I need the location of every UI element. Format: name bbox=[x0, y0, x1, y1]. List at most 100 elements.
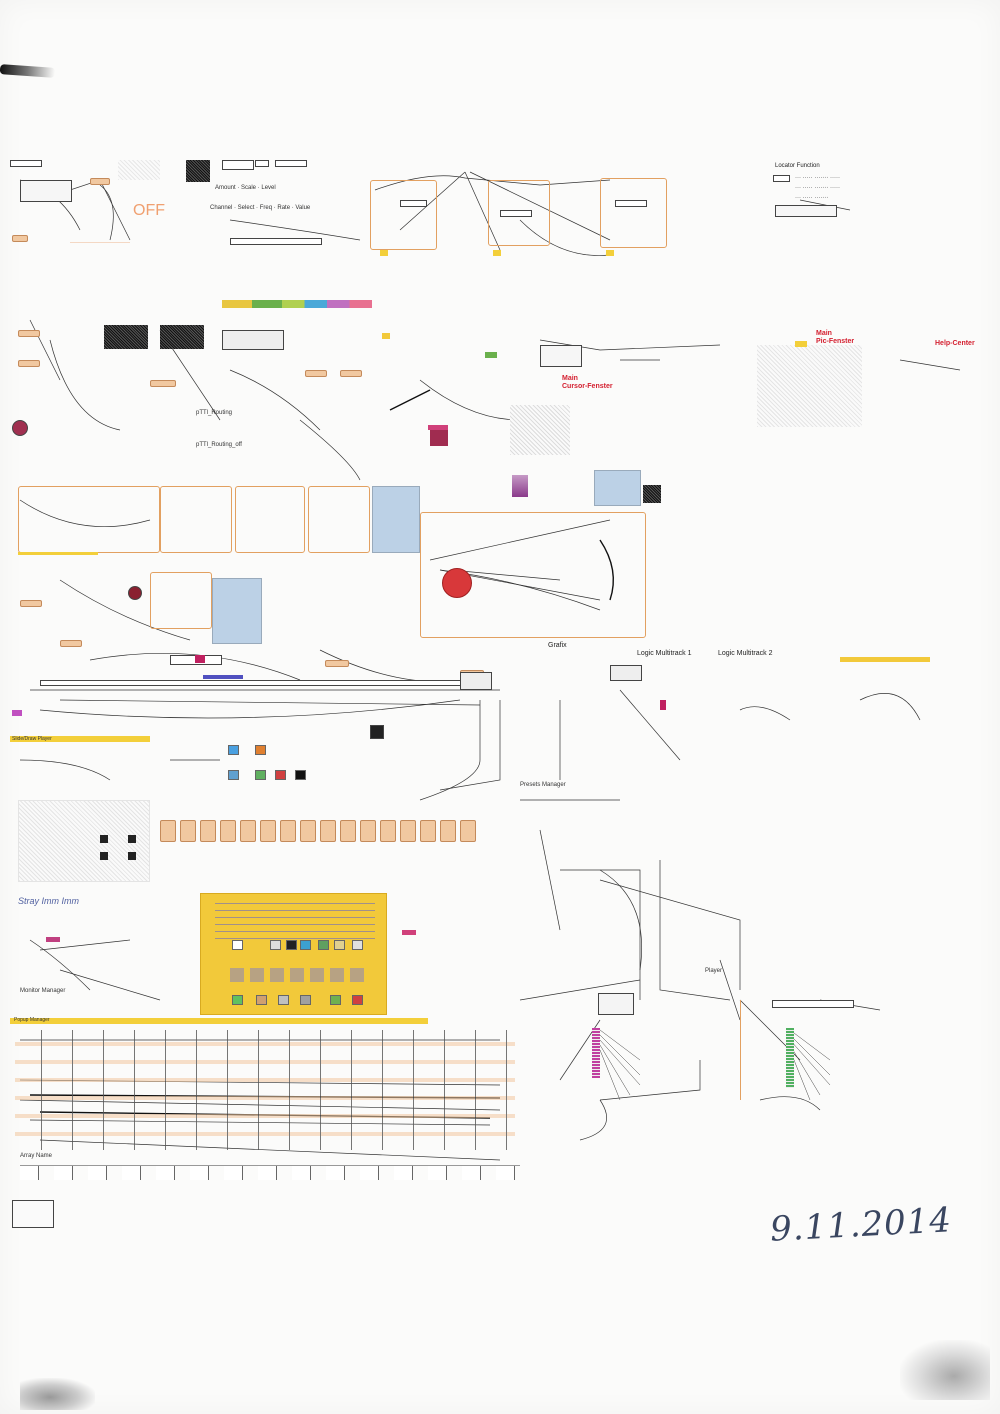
message-box[interactable] bbox=[60, 640, 82, 647]
message-box[interactable] bbox=[340, 370, 362, 377]
message-box[interactable] bbox=[320, 820, 336, 842]
patch-object[interactable] bbox=[772, 1000, 854, 1008]
patch-object[interactable] bbox=[10, 160, 42, 167]
thumbnail-tile[interactable] bbox=[300, 995, 311, 1005]
message-box[interactable] bbox=[18, 330, 40, 337]
thumbnail-tile[interactable] bbox=[232, 940, 243, 950]
message-box[interactable] bbox=[90, 178, 110, 185]
patch-object[interactable] bbox=[615, 200, 647, 207]
dark-square[interactable] bbox=[128, 852, 136, 860]
thumbnail-tile[interactable] bbox=[318, 940, 329, 950]
highlight-marker bbox=[380, 250, 388, 256]
color-tile[interactable] bbox=[228, 745, 239, 755]
patch-object[interactable] bbox=[400, 200, 427, 207]
patch-object[interactable] bbox=[275, 160, 307, 167]
message-box[interactable] bbox=[440, 820, 456, 842]
message-box[interactable] bbox=[400, 820, 416, 842]
red-dial[interactable] bbox=[128, 586, 142, 600]
panel-button-row bbox=[230, 968, 370, 982]
patch-object[interactable] bbox=[610, 665, 642, 681]
thumbnail-tile[interactable] bbox=[330, 995, 341, 1005]
highlight-marker bbox=[18, 552, 98, 555]
color-tile[interactable] bbox=[255, 770, 266, 780]
thumbnail-tile[interactable] bbox=[256, 995, 267, 1005]
thumbnail-tile[interactable] bbox=[286, 940, 297, 950]
patch-object[interactable] bbox=[222, 160, 254, 170]
thumbnail-tile[interactable] bbox=[300, 940, 311, 950]
patch-object[interactable] bbox=[500, 210, 532, 217]
message-box[interactable] bbox=[280, 820, 296, 842]
patch-object[interactable] bbox=[598, 993, 634, 1015]
thumbnail-tile[interactable] bbox=[278, 995, 289, 1005]
patch-object[interactable] bbox=[255, 160, 269, 167]
subpatch-frame[interactable] bbox=[370, 180, 437, 250]
message-box[interactable] bbox=[180, 820, 196, 842]
pttl-routing-label: pTTl_Routing bbox=[196, 410, 232, 416]
message-box[interactable] bbox=[12, 235, 28, 242]
thumbnail-tile[interactable] bbox=[352, 995, 363, 1005]
subpatch-frame[interactable] bbox=[18, 486, 160, 553]
message-box[interactable] bbox=[420, 820, 436, 842]
message-box[interactable] bbox=[460, 820, 476, 842]
subpatch-frame[interactable] bbox=[235, 486, 305, 553]
subpatch-frame[interactable] bbox=[160, 486, 232, 553]
pink-box bbox=[195, 655, 205, 663]
subpatch-frame[interactable] bbox=[600, 178, 667, 248]
subpatch-frame[interactable] bbox=[308, 486, 370, 553]
red-circle[interactable] bbox=[442, 568, 472, 598]
patch-object[interactable] bbox=[222, 330, 284, 350]
patch-object[interactable] bbox=[40, 680, 482, 686]
patch-object[interactable] bbox=[370, 725, 384, 739]
popup-manager-grid[interactable] bbox=[15, 1030, 515, 1150]
bottom-row-objects bbox=[20, 1165, 520, 1180]
color-tile[interactable] bbox=[255, 745, 266, 755]
message-box[interactable] bbox=[340, 820, 356, 842]
patch-object[interactable] bbox=[540, 345, 582, 367]
patch-object[interactable] bbox=[773, 175, 790, 182]
red-dial[interactable] bbox=[12, 420, 28, 436]
pttl-routing-off-label: pTTl_Routing_off bbox=[196, 442, 242, 448]
patch-object[interactable] bbox=[775, 205, 837, 217]
info-panel bbox=[212, 578, 262, 644]
yellow-sticker bbox=[382, 333, 390, 339]
pink-box bbox=[430, 430, 448, 446]
message-box[interactable] bbox=[220, 820, 236, 842]
dark-square[interactable] bbox=[100, 835, 108, 843]
help-center-title: Help-Center bbox=[935, 340, 975, 348]
patch-object[interactable] bbox=[20, 180, 72, 202]
thumbnail-tile[interactable] bbox=[352, 940, 363, 950]
message-box[interactable] bbox=[260, 820, 276, 842]
subpatch-frame[interactable] bbox=[150, 572, 212, 629]
message-box[interactable] bbox=[150, 380, 176, 387]
magenta-fan bbox=[592, 1028, 600, 1078]
message-box[interactable] bbox=[160, 820, 176, 842]
patch-object[interactable] bbox=[230, 238, 322, 245]
popup-manager-bar bbox=[10, 1018, 428, 1024]
patch-object[interactable] bbox=[12, 1200, 54, 1228]
patch-object[interactable] bbox=[460, 672, 492, 690]
message-box[interactable] bbox=[305, 370, 327, 377]
message-box[interactable] bbox=[240, 820, 256, 842]
color-tile[interactable] bbox=[228, 770, 239, 780]
message-box[interactable] bbox=[360, 820, 376, 842]
thumbnail-tile[interactable] bbox=[270, 940, 281, 950]
thumbnail-tile[interactable] bbox=[232, 995, 243, 1005]
pink-box bbox=[660, 700, 666, 710]
info-panel bbox=[594, 470, 641, 506]
dark-square[interactable] bbox=[128, 835, 136, 843]
message-box[interactable] bbox=[300, 820, 316, 842]
color-strip bbox=[222, 300, 372, 308]
message-box[interactable] bbox=[200, 820, 216, 842]
message-box[interactable] bbox=[18, 360, 40, 367]
thumbnail-tile[interactable] bbox=[334, 940, 345, 950]
message-box[interactable] bbox=[20, 600, 42, 607]
pink-box bbox=[428, 425, 448, 430]
subpatch-frame[interactable] bbox=[740, 1000, 745, 1100]
color-tile[interactable] bbox=[275, 770, 286, 780]
comment: ··· ····· ······· ····· bbox=[795, 175, 840, 181]
message-box[interactable] bbox=[325, 660, 349, 667]
highlight-marker bbox=[493, 250, 501, 256]
color-tile[interactable] bbox=[295, 770, 306, 780]
message-box[interactable] bbox=[380, 820, 396, 842]
dark-square[interactable] bbox=[100, 852, 108, 860]
